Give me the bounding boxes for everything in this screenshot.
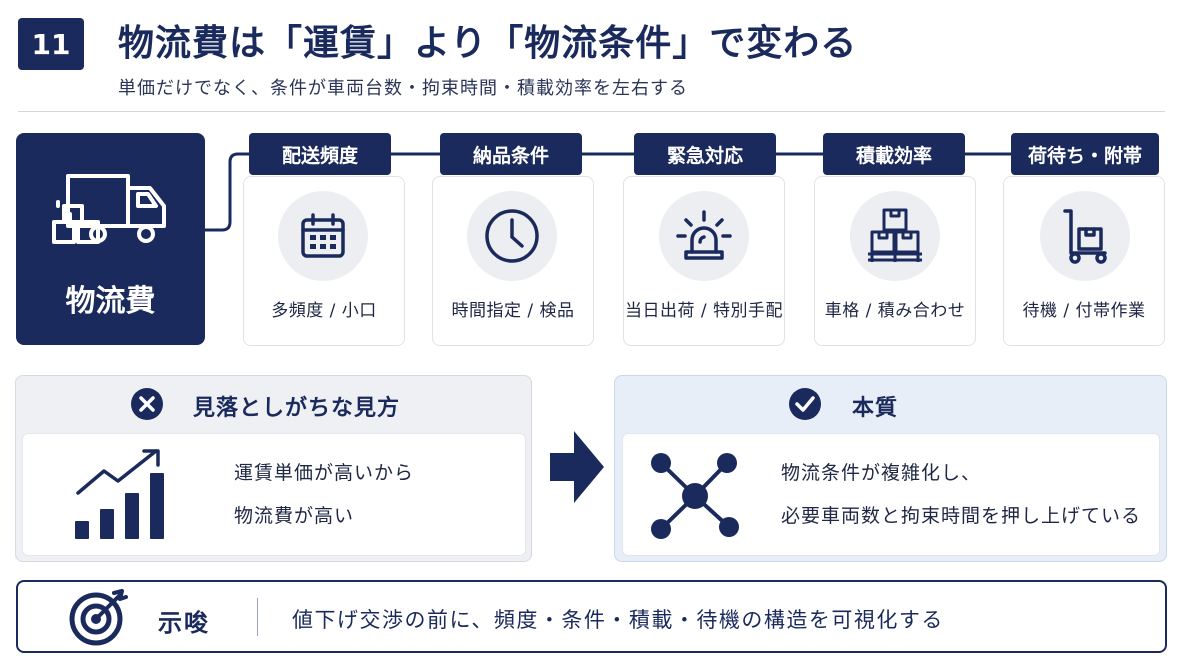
main-cost-label: 物流費: [65, 284, 156, 319]
header-divider: [18, 111, 1165, 112]
essence-line-2: 必要車両数と拘束時間を押し上げている: [781, 505, 1142, 527]
factor-text-waiting: 待機 / 付帯作業: [1022, 301, 1146, 321]
factor-tag-waiting: 荷待ち・附帯: [1011, 133, 1159, 175]
misconception-line-2: 物流費が高い: [234, 505, 355, 527]
section-number-badge: 11: [18, 18, 84, 70]
pallet-boxes-icon: [850, 191, 940, 281]
check-circle-icon: [789, 388, 821, 420]
clock-icon: [467, 191, 557, 281]
calendar-icon: [278, 191, 368, 281]
implication-bar: [16, 580, 1167, 653]
rising-bar-chart-icon: [75, 449, 164, 539]
page-title: 物流費は「運賃」より「物流条件」で変わる: [118, 23, 858, 64]
target-icon: [69, 589, 128, 646]
factor-tag-loading: 積載効率: [823, 133, 965, 175]
factor-tag-frequency: 配送頻度: [249, 133, 391, 175]
network-nodes-icon: [651, 453, 739, 539]
arrow-right-icon: [550, 431, 604, 503]
factor-tag-delivery: 納品条件: [440, 133, 582, 175]
main-cost-block: [16, 133, 205, 345]
implication-label: 示唆: [158, 609, 210, 637]
x-circle-icon: [131, 388, 163, 420]
implication-text: 値下げ交渉の前に、頻度・条件・積載・待機の構造を可視化する: [292, 608, 944, 632]
misconception-title: 見落としがちな見方: [193, 396, 401, 421]
factor-text-frequency: 多頻度 / 小口: [271, 301, 377, 321]
factor-text-loading: 車格 / 積み合わせ: [824, 301, 966, 321]
essence-body: [622, 433, 1160, 556]
factor-text-delivery: 時間指定 / 検品: [451, 301, 575, 321]
misconception-line-1: 運賃単価が高いから: [234, 462, 415, 484]
implication-separator: [257, 598, 258, 636]
hand-cart-icon: [1040, 191, 1130, 281]
page-subtitle: 単価だけでなく、条件が車両台数・拘束時間・積載効率を左右する: [118, 78, 688, 99]
essence-line-1: 物流条件が複雑化し、: [781, 462, 982, 484]
truck-boxes-icon: [52, 174, 166, 244]
factor-text-urgent: 当日出荷 / 特別手配: [624, 301, 784, 321]
factor-tag-urgent: 緊急対応: [634, 133, 776, 175]
essence-title: 本質: [852, 396, 899, 421]
alarm-light-icon: [659, 191, 749, 281]
